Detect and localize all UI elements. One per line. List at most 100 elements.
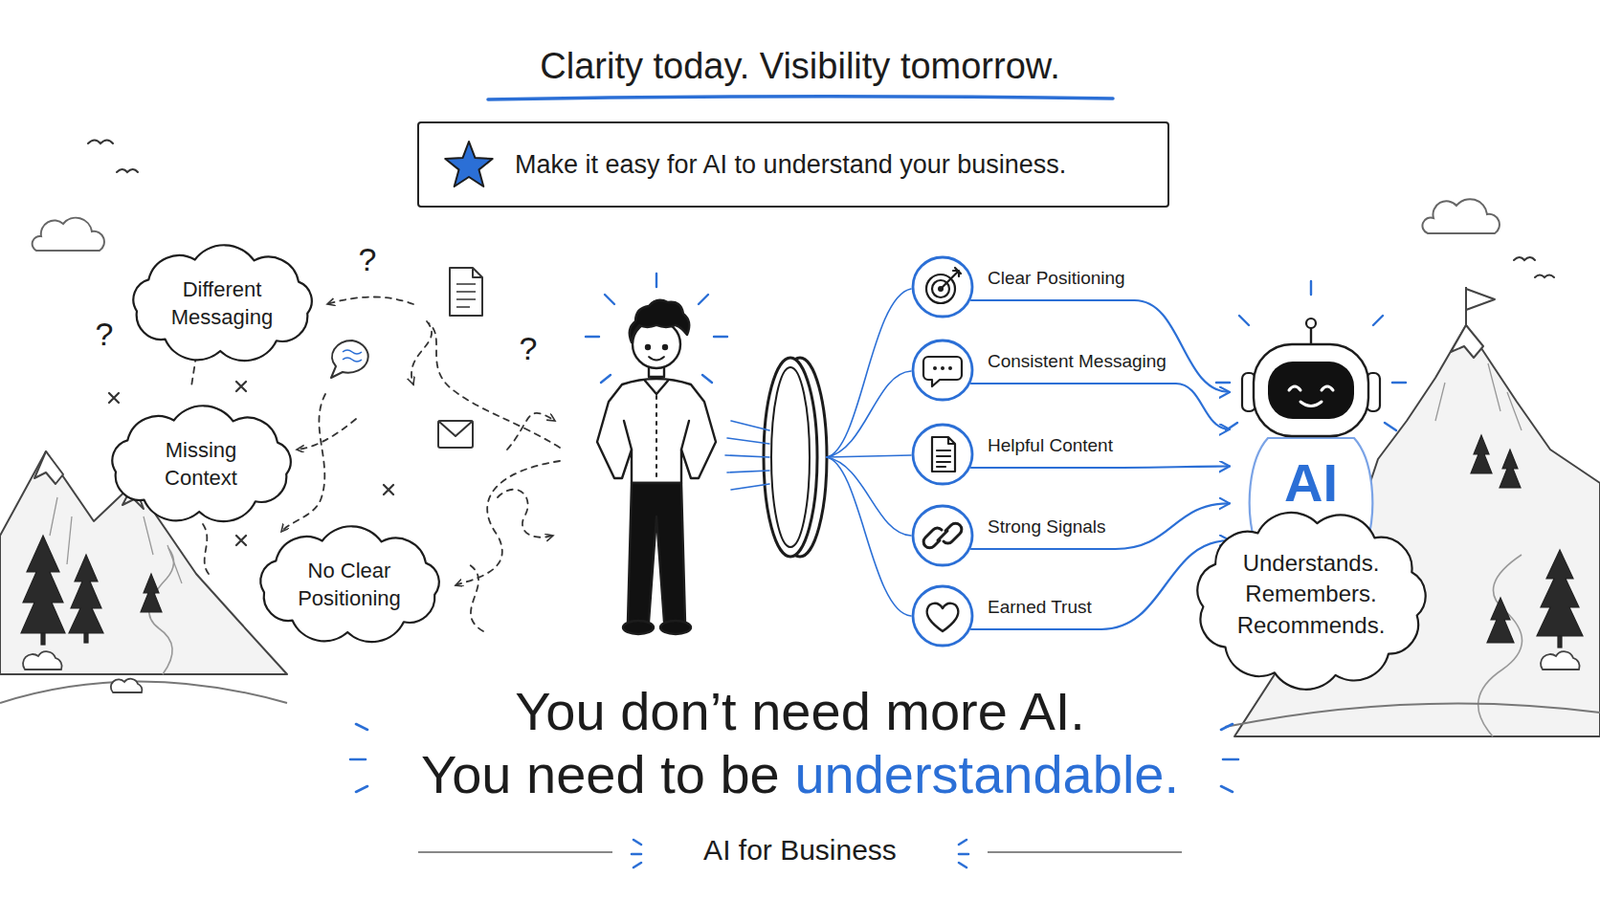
g-stroke: [350, 724, 1239, 868]
question-mark: ?: [95, 315, 114, 354]
path-stroke: [109, 393, 119, 403]
title-holder: Clarity today. Visibility tomorrow.: [539, 45, 1060, 88]
path-stroke: [1540, 651, 1580, 670]
path-stroke: [34, 451, 64, 485]
path-stroke: [958, 840, 969, 868]
question-mark: ?: [358, 241, 378, 279]
path-stroke: [1513, 257, 1535, 261]
circle-ring: [912, 424, 973, 485]
ellipse-stroke: [660, 621, 691, 635]
node-text: No Clear Positioning: [289, 557, 410, 613]
path-stroke: [1487, 598, 1514, 644]
node-text: Make it easy for AI to understand your b…: [514, 150, 1067, 180]
path-stroke: [350, 724, 368, 793]
g-stroke: [88, 140, 1555, 279]
title-text: Clarity today. Visibility tomorrow.: [539, 45, 1060, 88]
signal-item: Helpful Content: [911, 422, 975, 487]
thought-cloud: Different Messaging: [124, 245, 321, 363]
path-stroke: [22, 651, 63, 670]
caption-holder: AI for Business: [703, 834, 897, 867]
path-stroke: [1534, 275, 1555, 279]
cloud-outline: [124, 245, 321, 363]
path-stroke: [418, 851, 613, 854]
cloud-shape: [111, 405, 290, 522]
path-stroke: [940, 267, 961, 289]
item-label: Strong Signals: [987, 516, 1107, 538]
headline-text: You don’t need more AI.: [514, 681, 1086, 743]
path-stroke: [497, 489, 554, 538]
path-stroke: [1224, 703, 1600, 728]
path-stroke: [236, 535, 246, 546]
path-stroke: [116, 169, 138, 173]
mark-holder: ?: [358, 241, 378, 279]
path-stroke: [644, 380, 668, 395]
path-stroke: [1221, 724, 1239, 793]
ellipse-stroke: [763, 357, 818, 557]
path-stroke: [32, 218, 105, 251]
path-stroke: [932, 437, 956, 472]
signal-arrow: [971, 540, 1230, 630]
cloud-shape: [133, 244, 312, 361]
path-stroke: [627, 483, 686, 623]
icon-circle: [911, 504, 975, 568]
path-stroke: [111, 679, 143, 693]
g-stroke: [585, 273, 728, 635]
path-stroke: [1536, 550, 1583, 637]
node-text: Missing Context: [141, 437, 262, 492]
ellipse-stroke: [622, 621, 654, 635]
path-stroke: [923, 356, 962, 387]
path-stroke: [826, 455, 912, 458]
circle-ring: [912, 506, 973, 566]
rect-stroke: [1267, 361, 1355, 420]
circle-ring: [912, 586, 973, 646]
line-stroke: [1310, 327, 1312, 345]
path-stroke: [629, 300, 690, 343]
path-stroke: [383, 485, 394, 495]
rect-stroke: [84, 633, 89, 644]
path-stroke: [826, 457, 912, 617]
path-stroke: [456, 284, 476, 308]
path-stroke: [597, 378, 716, 484]
mark-holder: ?: [519, 330, 538, 368]
node-text: AI: [1284, 454, 1338, 512]
cloud-shape: [260, 526, 439, 643]
path-stroke: [342, 350, 362, 362]
path-stroke: [826, 457, 912, 536]
item-label: Earned Trust: [987, 597, 1092, 619]
path-stroke: [987, 851, 1182, 854]
path-stroke: [927, 603, 959, 632]
path-stroke: [236, 381, 246, 392]
path-stroke: [1197, 512, 1425, 690]
thought-cloud: No Clear Positioning: [251, 527, 448, 645]
node-text: Different Messaging: [162, 276, 283, 332]
path-stroke: [1450, 325, 1484, 358]
rect-stroke: [1253, 344, 1369, 437]
g-stroke: [109, 381, 394, 546]
thought-cloud: Missing Context: [103, 406, 300, 524]
path-stroke: [648, 356, 665, 361]
g-stroke: [763, 357, 827, 557]
path-stroke: [1435, 363, 1522, 431]
circle-stroke: [948, 366, 953, 371]
circle-stroke: [1306, 318, 1316, 329]
path-stroke: [1466, 288, 1495, 311]
path-stroke: [655, 396, 658, 479]
icon-circle: [911, 422, 975, 487]
path-stroke: [631, 840, 642, 868]
path-stroke: [1499, 449, 1521, 489]
signal-arrow: [971, 300, 1230, 393]
path-stroke: [1422, 199, 1499, 234]
path-stroke: [585, 273, 728, 383]
signal-item: Clear Positioning: [911, 255, 975, 319]
circle-stroke: [933, 366, 937, 371]
path-stroke: [725, 421, 770, 490]
rect-stroke: [1557, 636, 1562, 648]
cloud-outline: [251, 527, 448, 645]
circle-ring: [912, 340, 973, 400]
caption-text: AI for Business: [703, 834, 897, 867]
path-stroke: [140, 574, 162, 613]
path-stroke: [937, 531, 948, 541]
headline-text: understandable.: [794, 744, 1179, 806]
g-stroke: [585, 273, 728, 383]
icon-circle: [911, 584, 975, 648]
